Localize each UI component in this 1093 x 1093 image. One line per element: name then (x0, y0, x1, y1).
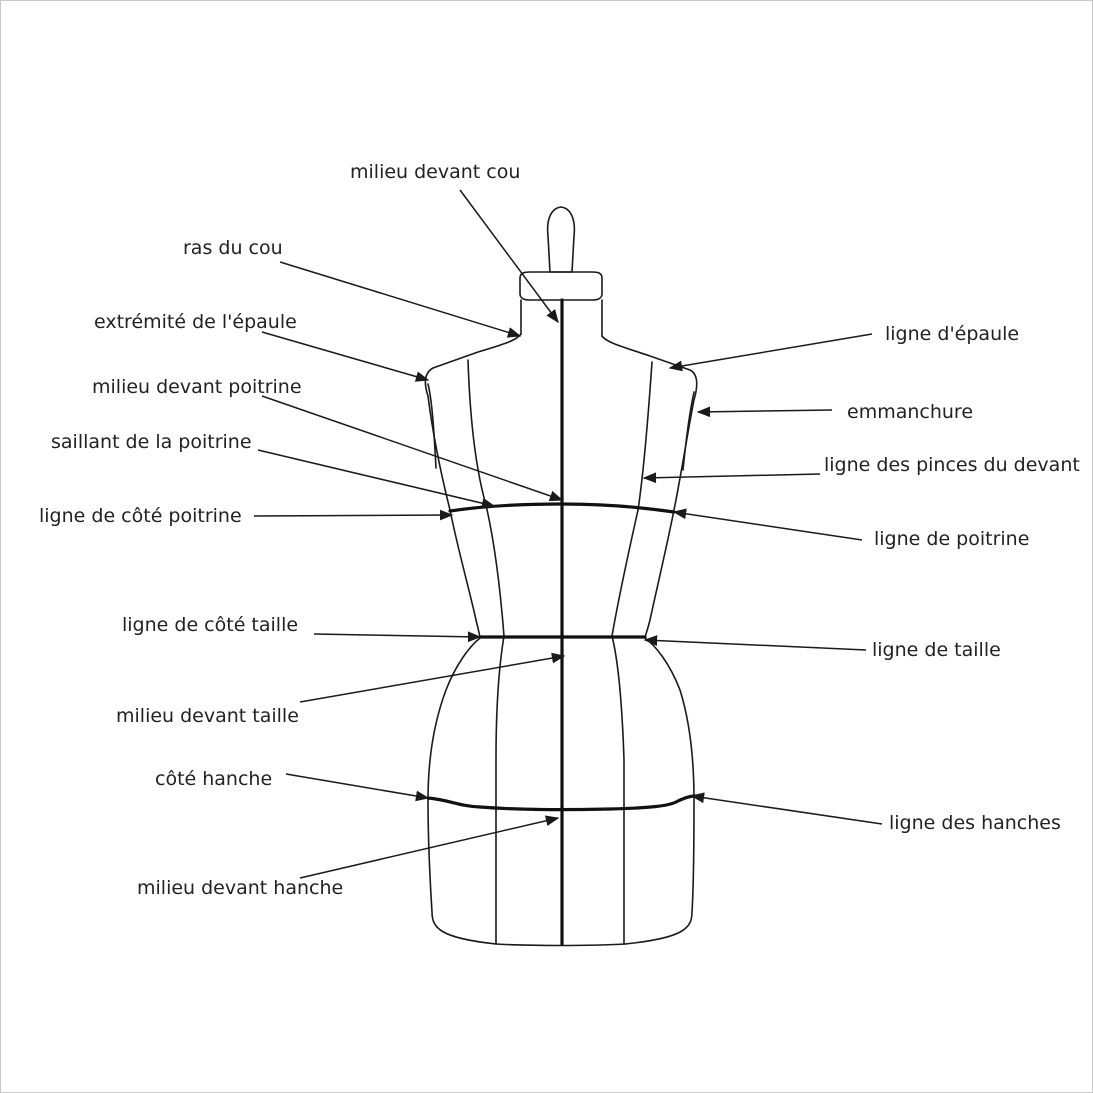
arrow-ligne-cote-poitrine (253, 509, 454, 521)
arrow-ligne-cote-taille (313, 631, 482, 643)
arrow-ras-du-cou (279, 261, 522, 338)
arrow-saillant-poitrine (257, 449, 496, 509)
label-ligne-pinces-devant: ligne des pinces du devant (824, 454, 1080, 476)
label-ligne-hanches: ligne des hanches (889, 812, 1061, 834)
left-dart-line (467, 359, 505, 945)
arrow-extremite-epaule (261, 331, 430, 382)
label-ligne-epaule: ligne d'épaule (885, 323, 1019, 345)
arrow-ligne-poitrine (672, 508, 863, 541)
label-ligne-cote-poitrine: ligne de côté poitrine (39, 505, 242, 527)
right-armhole (682, 391, 695, 471)
neck-cap (519, 271, 603, 301)
arrow-milieu-devant-taille (299, 652, 566, 703)
neck-knob (546, 206, 576, 273)
label-milieu-devant-taille: milieu devant taille (116, 705, 299, 727)
leader-arrows (253, 189, 883, 879)
label-cote-hanche: côté hanche (155, 768, 272, 790)
arrow-emmanchure (696, 406, 833, 418)
arrow-cote-hanche (285, 773, 430, 802)
hip-line (426, 794, 697, 812)
label-ras-du-cou: ras du cou (183, 237, 283, 259)
left-outline (424, 333, 522, 945)
right-outline (601, 335, 698, 945)
right-dart-line (611, 361, 653, 945)
label-extremite-epaule: extrémité de l'épaule (94, 311, 297, 333)
labels: milieu devant cou ras du cou extrémité d… (39, 161, 1080, 899)
arrow-ligne-hanches (690, 792, 883, 825)
label-milieu-devant-hanche: milieu devant hanche (137, 877, 343, 899)
label-saillant-poitrine: saillant de la poitrine (51, 431, 252, 453)
label-ligne-poitrine: ligne de poitrine (874, 528, 1029, 550)
arrow-milieu-devant-hanche (299, 815, 560, 879)
arrow-milieu-devant-poitrine (261, 395, 564, 502)
label-milieu-devant-cou: milieu devant cou (350, 161, 520, 183)
label-ligne-cote-taille: ligne de côté taille (122, 614, 298, 636)
label-ligne-taille: ligne de taille (872, 639, 1001, 661)
label-milieu-devant-poitrine: milieu devant poitrine (92, 376, 302, 398)
arrow-ligne-taille (643, 635, 867, 651)
arrow-ligne-epaule (668, 333, 873, 372)
label-emmanchure: emmanchure (847, 401, 973, 423)
arrow-milieu-devant-cou (459, 189, 559, 324)
arrow-ligne-pinces-devant (642, 472, 821, 484)
dress-form (424, 206, 698, 947)
bottom-outline (495, 943, 626, 947)
